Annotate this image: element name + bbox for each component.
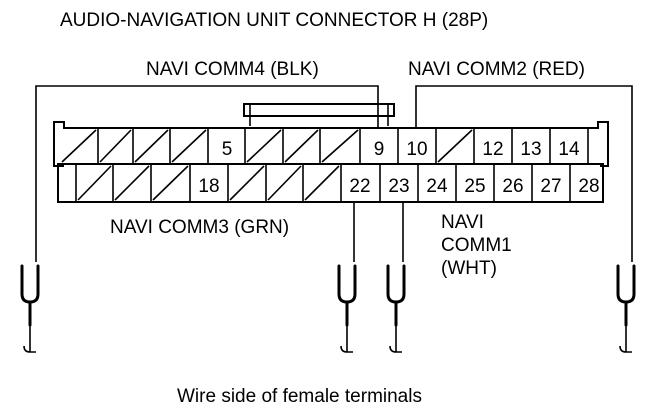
top-row-dividers: [97, 128, 589, 164]
pin-9: 9: [374, 139, 385, 160]
pin-28: 28: [578, 176, 599, 197]
pin-18: 18: [198, 176, 219, 197]
leader-comm2: [415, 85, 633, 262]
diagram-caption: Wire side of female terminals: [177, 386, 422, 407]
probe-comm4: [20, 264, 40, 353]
connector-lock-tab: [243, 103, 395, 117]
pin-27: 27: [540, 176, 561, 197]
probe-comm3: [337, 264, 357, 353]
pin-numbers: 5 9 10 12 13 14 18 22 23 24 25 26 27 28: [198, 139, 599, 197]
connector-body: [53, 103, 609, 203]
label-navi-comm1-line2: COMM1: [441, 235, 512, 256]
leader-comm4: [35, 85, 379, 262]
unused-cavity-hatch-top: [61, 129, 473, 163]
label-navi-comm3: NAVI COMM3 (GRN): [110, 217, 289, 238]
pin-10: 10: [406, 139, 427, 160]
label-navi-comm2: NAVI COMM2 (RED): [408, 59, 585, 80]
pin-24: 24: [426, 176, 448, 197]
pin-14: 14: [558, 139, 580, 160]
pin-5: 5: [222, 139, 233, 160]
pin-12: 12: [482, 139, 503, 160]
pin-25: 25: [464, 176, 485, 197]
pin-26: 26: [502, 176, 523, 197]
label-navi-comm4: NAVI COMM4 (BLK): [146, 59, 319, 80]
probe-comm2: [616, 264, 636, 353]
pin-13: 13: [520, 139, 541, 160]
pin-22: 22: [349, 176, 370, 197]
unused-cavity-hatch-bottom: [77, 165, 340, 201]
probe-comm1: [386, 264, 406, 353]
pin-23: 23: [388, 176, 409, 197]
label-navi-comm1-line1: NAVI: [441, 212, 484, 233]
label-navi-comm1-line3: (WHT): [441, 258, 497, 279]
diagram-title: AUDIO-NAVIGATION UNIT CONNECTOR H (28P): [60, 10, 488, 31]
leader-lines: [35, 85, 633, 262]
bottom-row-dividers: [75, 164, 571, 202]
